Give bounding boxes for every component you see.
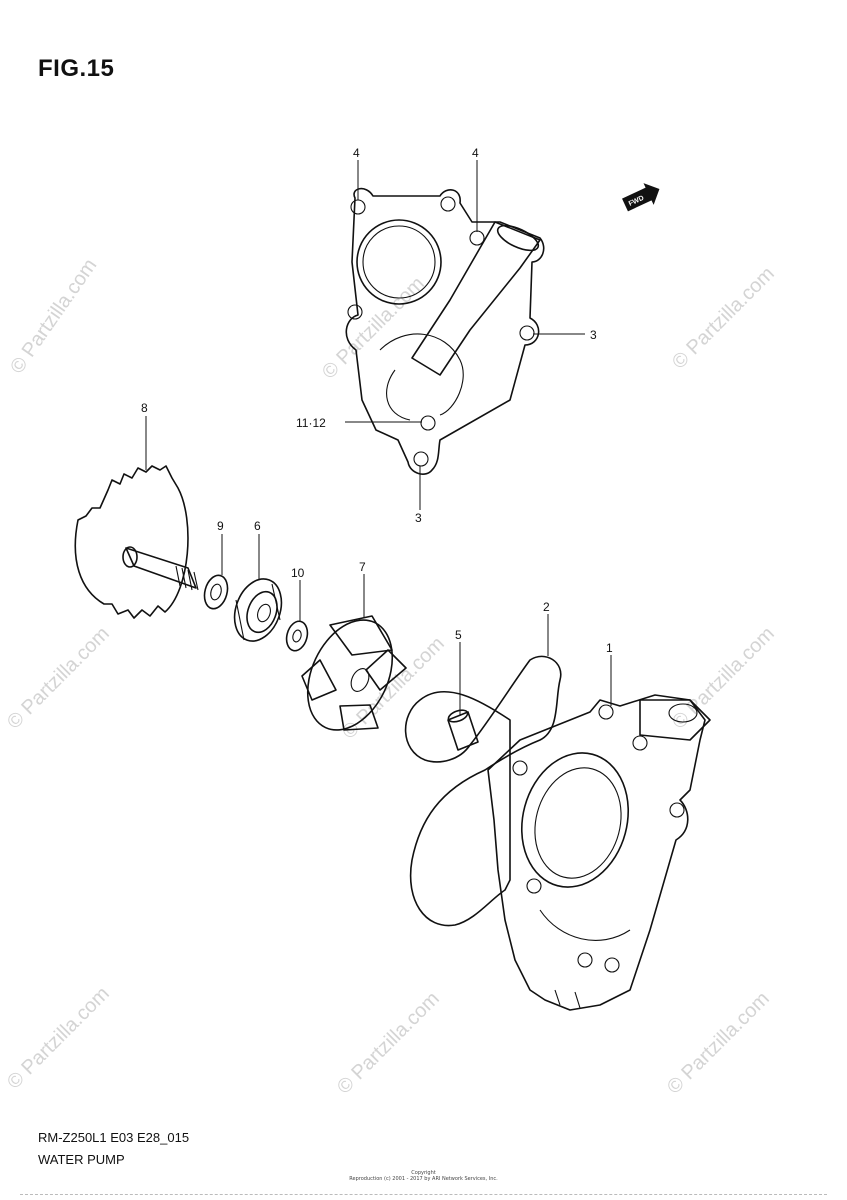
watermark-text: © Partzilla.com — [6, 255, 101, 378]
dowel-pin-part — [447, 709, 479, 751]
gasket-part — [404, 655, 562, 927]
bearing-part — [233, 578, 283, 642]
callout-label: 4 — [472, 146, 479, 160]
watermark-group: © Partzilla.com © Partzilla.com © Partzi… — [3, 255, 779, 1099]
leader-lines — [145, 160, 612, 716]
pump-cover-part — [345, 187, 545, 475]
callout-label: 11·12 — [296, 416, 326, 430]
watermark-text: © Partzilla.com — [3, 983, 114, 1094]
pump-gear-part — [74, 465, 199, 619]
pump-body-part — [487, 694, 711, 1011]
copyright-line: Copyright — [411, 1170, 436, 1176]
page-border — [20, 1194, 827, 1195]
model-code: RM-Z250L1 E03 E28_015 — [38, 1130, 190, 1145]
callout-label: 8 — [141, 401, 148, 415]
section-name: WATER PUMP — [38, 1152, 125, 1167]
callout-label: 5 — [455, 628, 462, 642]
callout-label: 9 — [217, 519, 224, 533]
copyright-notice: Copyright Reproduction (c) 2001 - 2017 b… — [0, 1170, 847, 1182]
watermark-text: © Partzilla.com — [668, 263, 779, 374]
washer-part — [203, 574, 229, 610]
watermark-text: © Partzilla.com — [668, 623, 779, 734]
watermark-text: © Partzilla.com — [318, 273, 429, 384]
callout-label: 4 — [353, 146, 360, 160]
callout-label: 10 — [291, 566, 305, 580]
callout-label: 6 — [254, 519, 261, 533]
fwd-arrow-icon: FWD — [622, 183, 660, 212]
impeller-part — [301, 615, 407, 731]
callout-label: 3 — [415, 511, 422, 525]
callout-label: 7 — [359, 560, 366, 574]
small-washer-part — [285, 620, 309, 652]
watermark-text: © Partzilla.com — [663, 988, 774, 1099]
watermark-text: © Partzilla.com — [3, 623, 114, 734]
copyright-line: Reproduction (c) 2001 - 2017 by ARI Netw… — [349, 1176, 498, 1182]
watermark-text: © Partzilla.com — [338, 633, 449, 744]
callout-label: 1 — [606, 641, 613, 655]
callout-labels: 4 4 3 11·12 3 8 9 6 10 7 2 5 1 — [141, 146, 613, 655]
callout-label: 3 — [590, 328, 597, 342]
callout-label: 2 — [543, 600, 550, 614]
figure-title: FIG.15 — [38, 55, 115, 82]
watermark-text: © Partzilla.com — [333, 988, 444, 1099]
